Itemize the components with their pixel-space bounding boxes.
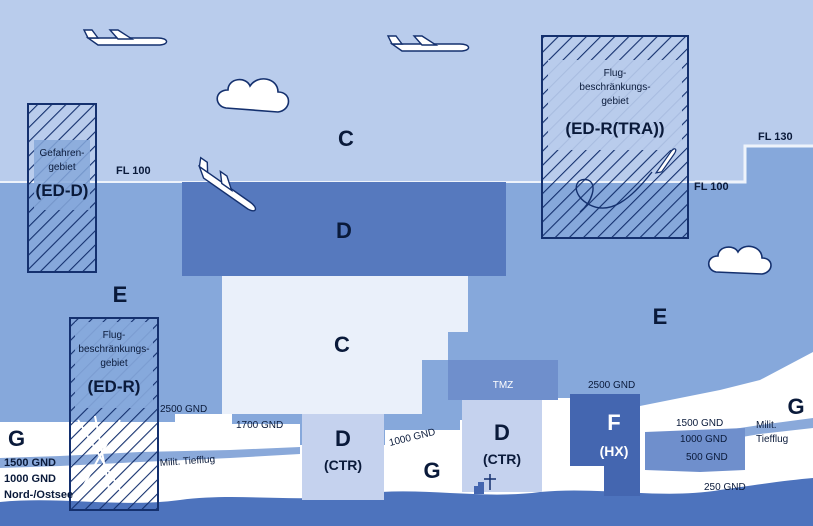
ctr-left-label: (CTR) (324, 457, 362, 473)
class-g-left-label: G (8, 426, 25, 451)
fl100-left-label: FL 100 (116, 165, 151, 177)
fl130-line (695, 144, 813, 184)
step-band-right (645, 428, 745, 472)
tmz-block (448, 360, 558, 400)
gnd1000-left-label: 1000 GND (4, 473, 56, 485)
restricted-left-line1: Flug- (103, 330, 126, 341)
class-e-right-label: E (653, 304, 668, 329)
milit-tiefflug-left-label: Milit. Tiefflug (159, 454, 215, 469)
gnd500-label: 500 GND (686, 452, 728, 463)
ctr-right-class: D (494, 420, 510, 445)
cloud-icon (216, 78, 290, 113)
milit-right-line1: Milit. (756, 420, 777, 431)
gnd1700-label: 1700 GND (236, 420, 283, 431)
class-g-right-label: G (787, 394, 804, 419)
class-f-hx (570, 394, 640, 496)
airplane-icon (654, 148, 677, 174)
class-e-left-label: E (113, 282, 128, 307)
restricted-left-code: (ED-R) (88, 377, 141, 396)
restricted-left-line2: beschränkungs- (78, 344, 149, 355)
ground (0, 478, 813, 526)
ctr-left-class: D (335, 426, 351, 451)
fl130-label: FL 130 (758, 131, 793, 143)
ctr-right-label: (CTR) (483, 451, 521, 467)
ctr-right (462, 400, 542, 492)
milit-arrows-icon (77, 415, 121, 495)
class-c-funnel (222, 276, 468, 414)
restricted-tra-line2: beschränkungs- (579, 82, 650, 93)
danger-area-line1: Gefahren- (39, 148, 84, 159)
fl100-right-label: FL 100 (694, 181, 729, 193)
nord-ostsee-label: Nord-/Ostsee (4, 489, 73, 501)
gnd2500-right-label: 2500 GND (588, 380, 635, 391)
restricted-area-tra-label-bg (548, 60, 682, 150)
gnd1000-right-label: 1000 GND (680, 434, 727, 445)
castle-icon (474, 482, 484, 494)
tmz-label: TMZ (493, 380, 514, 391)
airplane-icon (197, 156, 257, 212)
danger-area-line2: gebiet (48, 162, 75, 173)
class-g-mid-label: G (423, 458, 440, 483)
hx-label: (HX) (600, 443, 629, 459)
gnd2500-left-label: 2500 GND (160, 404, 207, 415)
restricted-area-r-label-bg (75, 322, 153, 408)
flight-path-loop (575, 171, 653, 213)
upper-sky-class-c (0, 0, 813, 182)
church-cross-icon (484, 474, 496, 490)
cloud-icon (707, 245, 772, 275)
milit-right-line2: Tiefflug (756, 434, 788, 445)
gnd1500-left-label: 1500 GND (4, 457, 56, 469)
hx-class: F (607, 410, 620, 435)
restricted-tra-code: (ED-R(TRA)) (565, 119, 664, 138)
ctr-left (302, 414, 384, 500)
danger-area-label-bg (34, 140, 90, 210)
airplane-icon (386, 35, 470, 52)
class-c-lower-label: C (334, 332, 350, 357)
restricted-left-line3: gebiet (100, 358, 127, 369)
gnd1500-right-label: 1500 GND (676, 418, 723, 429)
restricted-tra-line3: gebiet (601, 96, 628, 107)
gnd250-label: 250 GND (704, 482, 746, 493)
class-c-upper-label: C (338, 126, 354, 151)
class-d-upper-label: D (336, 218, 352, 243)
airplane-icon (82, 29, 168, 46)
danger-area-code: (ED-D) (36, 181, 89, 200)
restricted-tra-line1: Flug- (604, 68, 627, 79)
